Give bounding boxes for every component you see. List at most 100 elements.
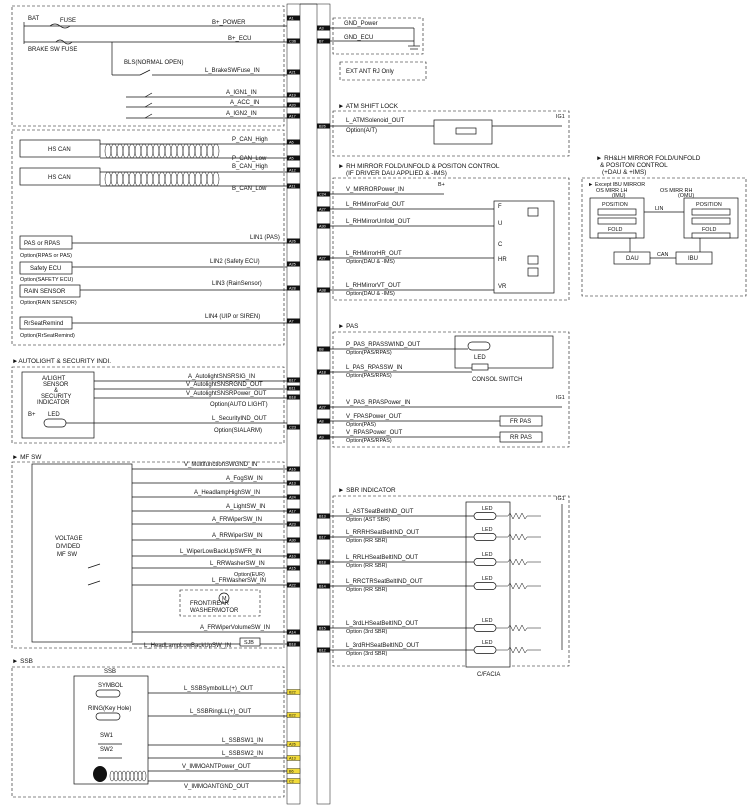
- left-pin-label: A13: [289, 481, 296, 485]
- left-pin-11: [287, 261, 300, 267]
- left-pin-17: [287, 424, 300, 430]
- right-pin-7: [317, 287, 330, 293]
- hr-motor-icon: [527, 255, 539, 265]
- symbol-label: SYMBOL: [98, 683, 124, 689]
- sjb-box: [239, 637, 261, 647]
- left-pin-22: [287, 521, 300, 527]
- left-pin-label: A20: [289, 103, 296, 107]
- left-pin-label: A26: [289, 239, 296, 243]
- ign1-signal: A_IGN1_IN: [226, 90, 257, 96]
- b-can-low-signal: B_CAN_Low: [232, 186, 267, 192]
- far-section-frame: [581, 177, 747, 297]
- left-pin-19: [287, 480, 300, 486]
- fr-washer-switch-icon: [87, 580, 101, 586]
- mfsw-s3: A_HeadlampHighSW_IN: [194, 490, 260, 496]
- ssb-box-label: SSB: [104, 669, 116, 675]
- mfsw-s7: L_WiperLowBackUpSWFR_IN: [180, 549, 261, 555]
- washer-line-1: FRONT/REAR: [190, 601, 230, 607]
- sensor-line-2: SENSOR: [43, 382, 69, 388]
- hs-can-box-1: [19, 139, 101, 158]
- hs-can-label-1: HS CAN: [48, 147, 71, 153]
- twist-loop: [146, 171, 154, 187]
- right-pin-16: [317, 583, 330, 589]
- right-pin-18: [317, 647, 330, 653]
- right-pin-9: [317, 369, 330, 375]
- mirror-unit-box: [493, 200, 555, 294]
- mfsw-s5: A_FRWiperSW_IN: [212, 517, 262, 523]
- twist-loop: [128, 143, 136, 159]
- left-pin-26: [287, 582, 300, 588]
- mirror-vr: L_RHMirrorVT_OUT: [346, 283, 401, 289]
- left-pin-label: A21: [289, 70, 296, 74]
- sbr-signal-2: L_RRRHSeatBeltIND_OUT: [346, 530, 419, 536]
- twist-loop: [116, 143, 124, 159]
- right-pin-label: B12: [319, 648, 326, 652]
- ssb-title: ► SSB: [12, 658, 33, 665]
- left-pin-27: [287, 629, 300, 635]
- autolight-section-frame: [11, 366, 285, 444]
- left-pin-label: A17: [289, 114, 296, 118]
- can-lin-section-frame: [11, 129, 285, 346]
- sjb-label: SJB: [244, 640, 254, 646]
- ssb-o3: L_SSBSW1_IN: [222, 738, 263, 744]
- gnd-ecu: GND_ECU: [344, 35, 373, 41]
- pas-ig1: IG1: [556, 395, 565, 401]
- p-can-low-signal: P_CAN_Low: [232, 156, 267, 162]
- pas-signal-5-option: Option(PAS/RPAS): [346, 438, 392, 444]
- fuse-label: FUSE: [60, 18, 76, 24]
- twist-loop: [152, 171, 160, 187]
- vr-motor-icon: [527, 267, 539, 277]
- right-pin-label: A18: [319, 370, 326, 374]
- right-pin-11: [317, 418, 330, 424]
- connector-strip-left: [286, 3, 301, 805]
- ssb-o5: V_IMMOANTPower_OUT: [182, 764, 251, 770]
- mfsw-s6: A_RRWiperSW_IN: [212, 533, 263, 539]
- left-pin-5: [287, 113, 300, 119]
- atm-title: ► ATM SHIFT LOCK: [338, 103, 399, 110]
- lh-fold: FOLD: [608, 227, 622, 233]
- pas-led-icon: [467, 341, 491, 351]
- fr-pas-box: [499, 415, 543, 427]
- left-pin-7: [287, 155, 300, 161]
- rh-fold: FOLD: [702, 227, 716, 233]
- twist-loop: [152, 143, 160, 159]
- ssb-o6: V_IMMOANTGND_OUT: [184, 784, 249, 790]
- sensor-line-4: SECURITY: [41, 394, 71, 400]
- hs-can-box-2: [19, 167, 101, 186]
- bls-label: BLS(NORMAL OPEN): [124, 60, 183, 66]
- ground-frame: [332, 17, 424, 55]
- term-u: U: [498, 221, 502, 227]
- twist-loop: [170, 143, 178, 159]
- left-pin-10: [287, 238, 300, 244]
- twist-loop: [176, 171, 184, 187]
- washer-motor-frame: [179, 589, 261, 617]
- right-pin-label: A8: [319, 419, 324, 423]
- rain-sensor-box: [19, 284, 81, 298]
- twist-loop: [212, 143, 220, 159]
- left-pin-29: [286, 689, 301, 695]
- pas-option: Option(RPAS or PAS): [20, 253, 72, 259]
- left-pin-0: [287, 15, 300, 21]
- mirror-vr-option: Option(DAU & -IMS): [346, 291, 395, 297]
- left-pin-16: [287, 394, 300, 400]
- mfsw-s9: L_FRWasherSW_IN: [212, 578, 266, 584]
- mfsw-box-line-3: MF SW: [57, 552, 77, 558]
- left-pin-label: A25: [289, 262, 296, 266]
- hs-can-label-2: HS CAN: [48, 175, 71, 181]
- right-pin-12: [317, 434, 330, 440]
- mirror-fold: L_RHMirrorFold_OUT: [346, 202, 405, 208]
- right-pin-column: A3B7B26C24A27A30A27A38B8A18A27A8A9B13B17…: [317, 25, 330, 653]
- lin1-signal: LIN1 (PAS): [250, 235, 280, 241]
- ring-label: RING(Key Hole): [88, 706, 131, 712]
- left-pin-20: [287, 494, 300, 500]
- left-pin-12: [287, 285, 300, 291]
- sbr-signal-4: L_RRCTRSeatBeltIND_OUT: [346, 579, 423, 585]
- mfsw-box-line-2: DIVIDED: [56, 544, 81, 550]
- acc-signal: A_ACC_IN: [230, 100, 259, 106]
- right-pin-17: [317, 625, 330, 631]
- sbr-led-icon: [473, 624, 497, 632]
- twist-loop: [176, 143, 184, 159]
- twist-loop: [188, 143, 196, 159]
